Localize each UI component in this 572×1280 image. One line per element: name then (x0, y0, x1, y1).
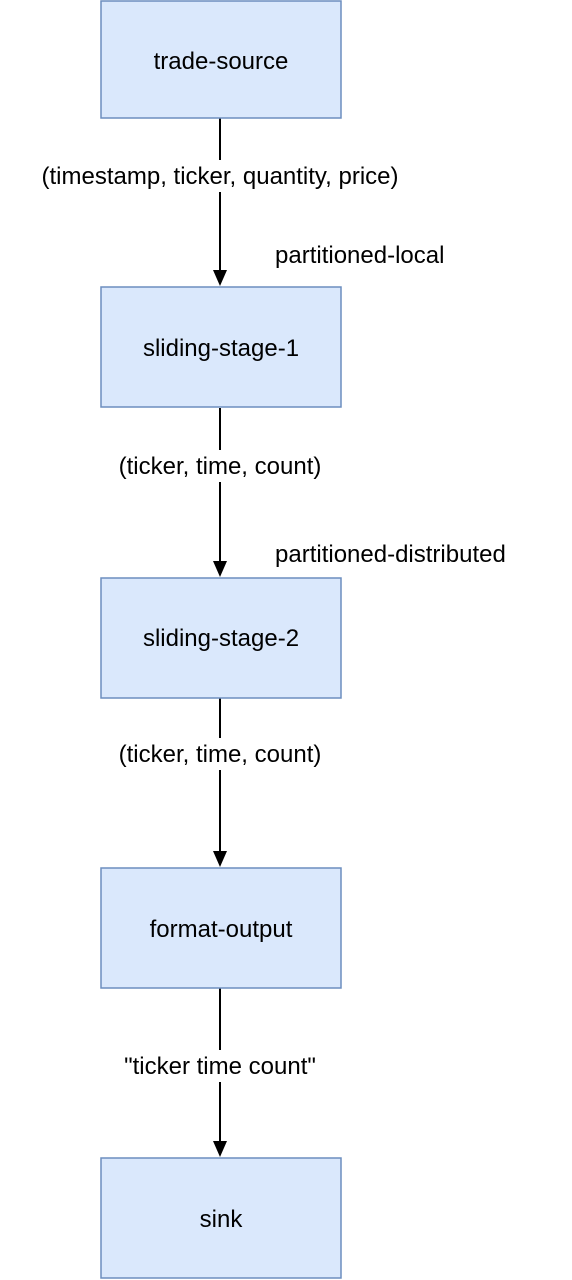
edge-label: "ticker time count" (124, 1053, 316, 1080)
edge-format-output-to-sink: "ticker time count" (102, 988, 338, 1157)
edge-label: (timestamp, ticker, quantity, price) (42, 163, 399, 190)
node-format-output[interactable]: format-output (100, 867, 342, 989)
edge-sliding-stage-1-to-sliding-stage-2: (ticker, time, count) (96, 408, 344, 577)
node-label: sink (200, 1206, 244, 1233)
edge-label: (ticker, time, count) (119, 453, 322, 480)
node-label: sliding-stage-2 (143, 625, 299, 652)
node-sink[interactable]: sink (100, 1157, 342, 1279)
edge-annotation: partitioned-distributed (275, 541, 506, 568)
node-trade-source[interactable]: trade-source (100, 0, 342, 119)
arrow-head-icon (213, 270, 227, 286)
arrow-head-icon (213, 851, 227, 867)
node-label: sliding-stage-1 (143, 335, 299, 362)
edge-sliding-stage-2-to-format-output: (ticker, time, count) (96, 698, 344, 867)
arrow-head-icon (213, 561, 227, 577)
edge-trade-source-to-sliding-stage-1: (timestamp, ticker, quantity, price) (8, 118, 434, 286)
node-sliding-stage-2[interactable]: sliding-stage-2 (100, 577, 342, 699)
arrow-head-icon (213, 1141, 227, 1157)
node-sliding-stage-1[interactable]: sliding-stage-1 (100, 286, 342, 408)
node-label: trade-source (154, 48, 289, 75)
edge-label: (ticker, time, count) (119, 741, 322, 768)
node-label: format-output (150, 916, 293, 943)
edge-annotation: partitioned-local (275, 242, 444, 269)
